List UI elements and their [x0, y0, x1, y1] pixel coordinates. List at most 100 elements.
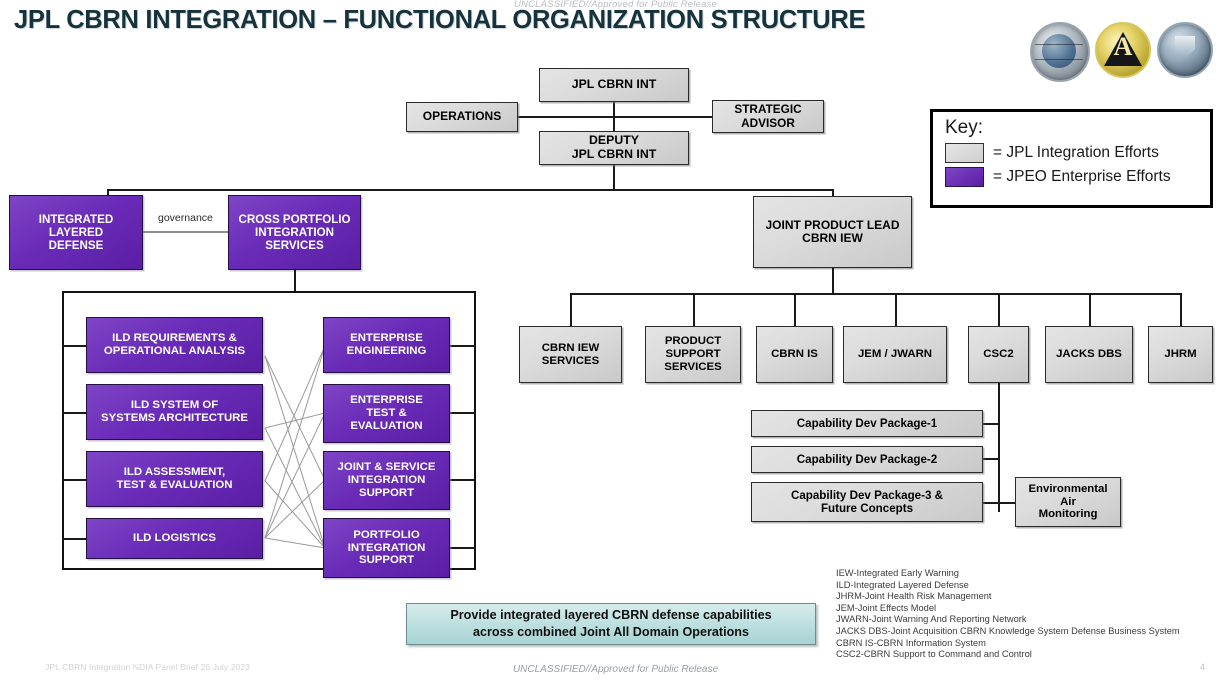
- legend-title: Key:: [945, 117, 984, 138]
- node-label-line2: INTEGRATION: [347, 474, 426, 487]
- node-label-line2: OPERATIONAL ANALYSIS: [103, 345, 246, 357]
- node-label-line1: ENTERPRISE: [350, 332, 423, 345]
- node-label-line2: SUPPORT: [665, 348, 721, 361]
- node-ild-system-of-systems-architecture[interactable]: ILD SYSTEM OF SYSTEMS ARCHITECTURE: [86, 384, 263, 440]
- node-label-line2: TEST &: [366, 407, 407, 420]
- node-label: JACKS DBS: [1056, 348, 1122, 361]
- node-enterprise-test-evaluation[interactable]: ENTERPRISE TEST & EVALUATION: [323, 384, 450, 443]
- node-deputy-jpl-cbrn-int[interactable]: DEPUTY JPL CBRN INT: [539, 131, 689, 165]
- node-label-line1: ILD SYSTEM OF: [130, 399, 219, 412]
- connector-ild-3: [62, 479, 87, 481]
- node-label-line2: ENGINEERING: [346, 345, 427, 357]
- node-label-line3: SUPPORT: [358, 554, 415, 567]
- node-joint-service-integration-support[interactable]: JOINT & SERVICE INTEGRATION SUPPORT: [323, 451, 450, 510]
- node-operations[interactable]: OPERATIONS: [406, 102, 518, 132]
- node-label-line2: SYSTEMS ARCHITECTURE: [100, 412, 249, 424]
- node-label-line3: DEFENSE: [48, 238, 104, 252]
- connector-pkg-3: [983, 502, 999, 504]
- classification-banner-top: UNCLASSIFIED//Approved for Public Releas…: [513, 0, 718, 10]
- banner-line1: Provide integrated layered CBRN defense …: [450, 608, 772, 622]
- banner-line2: across combined Joint All Domain Operati…: [473, 625, 749, 639]
- acronym-item: JWARN-Joint Warning And Reporting Networ…: [836, 614, 1027, 625]
- connector-eam: [998, 502, 1016, 504]
- node-environmental-air-monitoring[interactable]: Environmental Air Monitoring: [1015, 477, 1121, 527]
- acronym-item: JEM-Joint Effects Model: [836, 602, 937, 613]
- acronym-item: JACKS DBS-Joint Acquisition CBRN Knowled…: [836, 625, 1180, 636]
- shield-seal-icon: [1157, 22, 1213, 78]
- legend-item-jpl: = JPL Integration Efforts: [945, 143, 1200, 163]
- node-label-line1: CROSS PORTFOLIO: [238, 213, 351, 227]
- node-capability-dev-package-3[interactable]: Capability Dev Package-3 & Future Concep…: [751, 482, 983, 522]
- legend-swatch-purple: [945, 167, 984, 187]
- node-csc2[interactable]: CSC2: [968, 326, 1029, 383]
- connector-prod-6: [1089, 293, 1091, 326]
- node-capability-dev-package-2[interactable]: Capability Dev Package-2: [751, 446, 983, 473]
- acronym-item: JHRM-Joint Health Risk Management: [836, 591, 992, 602]
- node-label: CSC2: [983, 348, 1014, 361]
- node-label: JEM / JWARN: [857, 348, 933, 361]
- node-label-line3: SERVICES: [664, 360, 722, 373]
- node-label-line2: CBRN IEW: [802, 231, 863, 245]
- node-label-line1: CBRN IEW: [541, 341, 600, 354]
- legend-swatch-gray: [945, 143, 984, 163]
- node-jpl-cbrn-int[interactable]: JPL CBRN INT: [539, 68, 689, 102]
- connector-prod-2: [693, 293, 695, 326]
- node-label: JPL CBRN INT: [571, 77, 657, 92]
- node-label-line1: PORTFOLIO: [353, 528, 420, 541]
- jpeo-cbrnd-seal-icon: [1030, 22, 1090, 82]
- page-number: 4: [1200, 662, 1206, 672]
- governance-label: governance: [156, 212, 215, 224]
- node-label-line1: INTEGRATED: [38, 213, 114, 227]
- node-label-line2: Future Concepts: [820, 502, 914, 515]
- connector-prod-3: [794, 293, 796, 326]
- node-label: JHRM: [1164, 348, 1197, 361]
- acronym-item: CBRN IS-CBRN Information System: [836, 637, 986, 648]
- connector-down-to-jpl-iew: [832, 189, 834, 196]
- connector-deputy-down: [613, 161, 615, 190]
- node-enterprise-engineering[interactable]: ENTERPRISE ENGINEERING: [323, 317, 450, 373]
- node-cbrn-is[interactable]: CBRN IS: [756, 326, 833, 383]
- node-ild-requirements-operational-analysis[interactable]: ILD REQUIREMENTS & OPERATIONAL ANALYSIS: [86, 317, 263, 373]
- connector-ent-4: [450, 547, 476, 549]
- node-label-line1: ILD REQUIREMENTS &: [112, 332, 237, 345]
- connector-deputy-spread: [107, 189, 832, 191]
- connector-prod-1: [570, 293, 572, 326]
- node-jhrm[interactable]: JHRM: [1148, 326, 1213, 383]
- node-label-line1: Capability Dev Package-3 &: [790, 489, 944, 503]
- node-cross-portfolio-integration-services[interactable]: CROSS PORTFOLIO INTEGRATION SERVICES: [228, 195, 361, 270]
- node-product-support-services[interactable]: PRODUCT SUPPORT SERVICES: [645, 326, 741, 383]
- node-strategic-advisor[interactable]: STRATEGIC ADVISOR: [712, 100, 824, 133]
- cross-link-mesh: [264, 345, 326, 549]
- node-capability-dev-package-1[interactable]: Capability Dev Package-1: [751, 410, 983, 437]
- connector-products-spread: [570, 293, 1180, 295]
- connector-prod-7: [1180, 293, 1182, 326]
- node-label: OPERATIONS: [422, 109, 502, 124]
- node-label-line2: INTEGRATION: [347, 541, 426, 554]
- node-label-line1: JOINT PRODUCT LEAD: [765, 217, 900, 232]
- connector-operations: [517, 116, 614, 118]
- node-label-line1: ENTERPRISE: [350, 394, 423, 407]
- mission-statement-banner: Provide integrated layered CBRN defense …: [406, 603, 816, 645]
- acronym-item: IEW-Integrated Early Warning: [836, 568, 959, 578]
- node-label-line2: INTEGRATION: [254, 226, 334, 239]
- node-label-line1: STRATEGIC: [734, 102, 802, 117]
- node-joint-product-lead-cbrn-iew[interactable]: JOINT PRODUCT LEAD CBRN IEW: [753, 196, 912, 268]
- node-ild-assessment-test-evaluation[interactable]: ILD ASSESSMENT, TEST & EVALUATION: [86, 451, 263, 507]
- node-label-line1: ILD ASSESSMENT,: [123, 466, 226, 479]
- legend-label-jpl: = JPL Integration Efforts: [993, 144, 1159, 161]
- node-jem-jwarn[interactable]: JEM / JWARN: [843, 326, 947, 383]
- classification-banner-bottom: UNCLASSIFIED//Approved for Public Releas…: [512, 664, 719, 675]
- node-integrated-layered-defense[interactable]: INTEGRATED LAYERED DEFENSE: [9, 195, 143, 270]
- node-label-line2: SERVICES: [541, 354, 600, 367]
- legend-label-jpeo: = JPEO Enterprise Efforts: [993, 168, 1171, 185]
- node-portfolio-integration-support[interactable]: PORTFOLIO INTEGRATION SUPPORT: [323, 518, 450, 578]
- node-label-line2: ADVISOR: [741, 115, 795, 130]
- connector-ild-1: [62, 345, 87, 347]
- node-ild-logistics[interactable]: ILD LOGISTICS: [86, 518, 263, 559]
- node-jacks-dbs[interactable]: JACKS DBS: [1045, 326, 1133, 383]
- node-cbrn-iew-services[interactable]: CBRN IEW SERVICES: [519, 326, 622, 383]
- node-label: Capability Dev Package-1: [796, 417, 938, 430]
- connector-ent-2: [450, 412, 476, 414]
- node-label-line3: SUPPORT: [358, 486, 415, 499]
- connector-prod-5: [998, 293, 1000, 326]
